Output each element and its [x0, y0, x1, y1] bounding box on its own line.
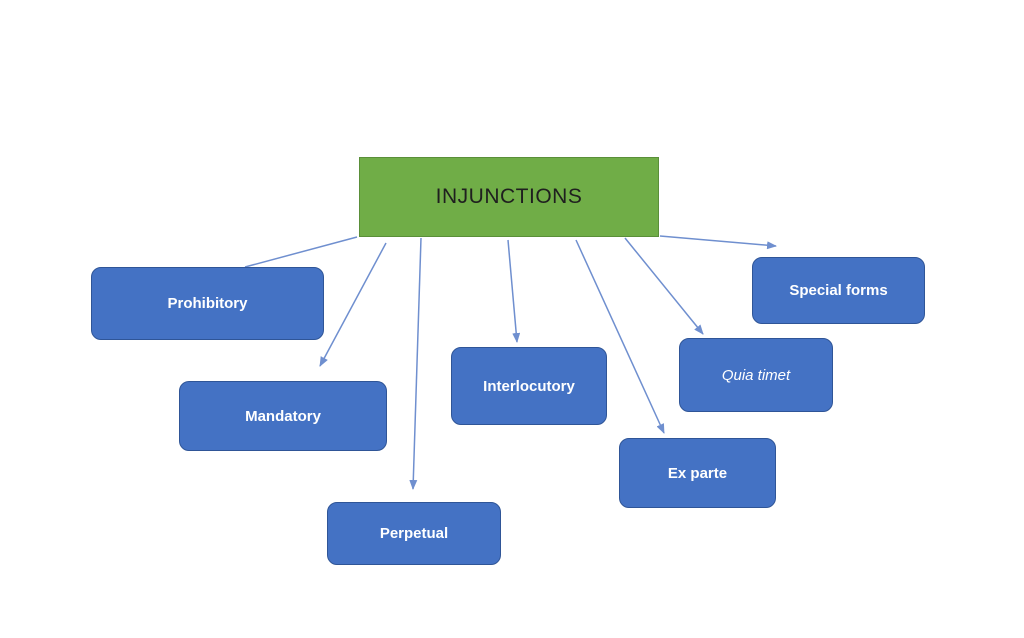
node-ex-parte: Ex parte [619, 438, 776, 508]
root-node: INJUNCTIONS [359, 157, 659, 237]
connector-prohibitory [244, 236, 358, 268]
connector-quiatimet [624, 237, 704, 335]
node-label: Special forms [789, 282, 888, 299]
node-prohibitory: Prohibitory [91, 267, 324, 340]
connector-exparte [575, 239, 665, 434]
node-label: Mandatory [245, 407, 321, 425]
node-label: Ex parte [667, 464, 728, 482]
node-interlocutory: Interlocutory [451, 347, 607, 425]
node-label: Quia timet [721, 366, 791, 384]
connector-mandatory [319, 242, 387, 367]
root-label: INJUNCTIONS [435, 185, 583, 208]
connector-interlocutory [507, 239, 521, 343]
node-perpetual: Perpetual [327, 502, 501, 565]
node-quia-timet: Quia timet [679, 338, 833, 412]
connector-special [659, 235, 777, 250]
node-special-forms: Special forms [752, 257, 925, 324]
connector-perpetual [409, 237, 422, 490]
node-label: Perpetual [379, 525, 449, 542]
node-label: Interlocutory [483, 377, 575, 395]
node-label: Prohibitory [167, 295, 248, 312]
node-mandatory: Mandatory [179, 381, 387, 451]
